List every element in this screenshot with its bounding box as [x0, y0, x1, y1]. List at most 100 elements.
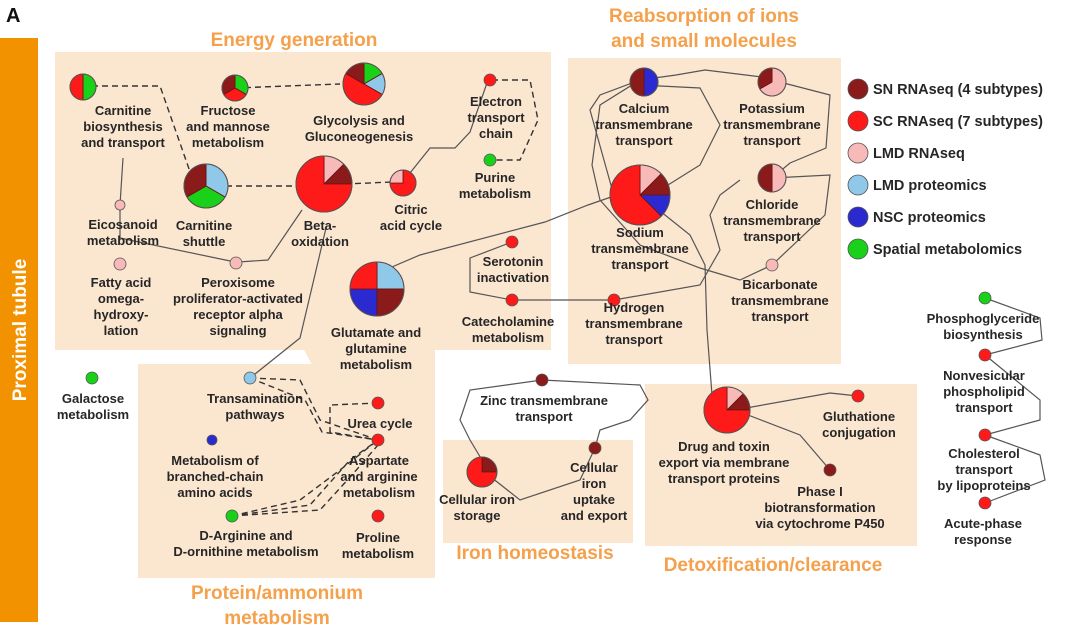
edge	[984, 354, 1041, 436]
node-label-line: metabolism	[472, 330, 544, 345]
region-reabsorption-bg	[568, 58, 841, 364]
edge-dashed	[492, 79, 539, 161]
node-label-line: transmembrane	[595, 117, 693, 132]
region-title-reabsorption-line2: and small molecules	[611, 31, 797, 52]
node-slice	[483, 153, 497, 167]
node-slice	[978, 348, 992, 362]
node-label-line: storage	[454, 508, 501, 523]
node-label-line: Chloride	[746, 197, 799, 212]
node-label-line: Cellular	[570, 460, 618, 475]
node-branched	[206, 434, 218, 446]
node-nonvesicular	[978, 348, 992, 362]
region-title-detox: Detoxification/clearance	[664, 555, 883, 576]
node-label-line: biotransformation	[764, 500, 875, 515]
node-bicarbonate	[765, 258, 779, 272]
node-label-line: Transamination	[207, 391, 303, 406]
node-slice	[371, 396, 385, 410]
node-hydrogen	[607, 293, 621, 307]
node-label-line: transport	[955, 400, 1013, 415]
node-phase1	[823, 463, 837, 477]
region-detox-bg	[645, 384, 917, 546]
node-urea	[371, 396, 385, 410]
node-cholesterol	[978, 428, 992, 442]
node-label-line: transmembrane	[585, 316, 683, 331]
node-outline	[221, 74, 249, 102]
node-catecholamine	[505, 293, 519, 307]
node-slice	[85, 371, 99, 385]
node-slice	[765, 258, 779, 272]
node-label-line: branched-chain	[167, 469, 264, 484]
node-label-line: Sodium	[616, 225, 664, 240]
node-darginine	[225, 509, 239, 523]
node-slice	[243, 371, 257, 385]
node-label-line: transmembrane	[731, 293, 829, 308]
node-label-line: receptor alpha	[193, 307, 283, 322]
node-label-line: and transport	[81, 135, 165, 150]
node-label-line: Cholesterol	[948, 446, 1020, 461]
node-label-line: transport	[605, 332, 663, 347]
node-slice	[588, 441, 602, 455]
edge	[613, 179, 741, 301]
node-eicosanoid	[114, 199, 126, 211]
proximal-tubule-sidebar	[0, 38, 38, 622]
node-label-line: Fructose	[201, 103, 256, 118]
node-label-line: Glutamate and	[331, 325, 421, 340]
node-slice	[978, 496, 992, 510]
node-outline	[609, 164, 671, 226]
node-outline	[466, 456, 498, 488]
node-electron	[483, 73, 497, 87]
region-title-protein-line2: metabolism	[224, 608, 330, 629]
node-label-line: transport	[467, 110, 525, 125]
node-label-line: Beta-	[304, 218, 337, 233]
legend-label: SN RNAseq (4 subtypes)	[873, 82, 1043, 98]
legend-label: LMD RNAseq	[873, 146, 965, 162]
edge	[237, 209, 303, 263]
node-label-line: acid cycle	[380, 218, 442, 233]
node-fatty	[113, 257, 127, 271]
node-label-line: Bicarbonate	[742, 277, 817, 292]
node-zinc	[535, 373, 549, 387]
node-label-line: amino acids	[177, 485, 252, 500]
edge-dashed	[92, 85, 196, 187]
node-label-line: Acute-phase	[944, 516, 1022, 531]
node-label-line: transmembrane	[723, 213, 821, 228]
node-slice	[371, 509, 385, 523]
edge	[541, 379, 649, 449]
edge	[734, 392, 859, 411]
node-label-line: D-ornithine metabolism	[173, 544, 318, 559]
legend-swatch	[847, 206, 869, 228]
edge	[771, 79, 831, 179]
node-slice	[505, 293, 519, 307]
node-label-line: iron	[582, 476, 607, 491]
node-label-line: hydroxy-	[94, 307, 149, 322]
node-label-beta: Beta-oxidation	[291, 218, 349, 249]
edge	[984, 434, 1046, 504]
node-glutathione	[851, 389, 865, 403]
node-chloride	[757, 163, 787, 193]
edge	[469, 241, 614, 301]
edge-dashed	[249, 377, 379, 441]
node-label-line: and arginine	[340, 469, 417, 484]
edge-dashed	[231, 444, 379, 517]
sidebar-label: Proximal tubule	[10, 259, 31, 402]
node-label-line: by lipoproteins	[937, 478, 1030, 493]
node-label-line: Purine	[475, 170, 515, 185]
node-label-line: Electron	[470, 94, 522, 109]
node-label-line: biosynthesis	[83, 119, 162, 134]
node-label-line: transport	[615, 133, 673, 148]
